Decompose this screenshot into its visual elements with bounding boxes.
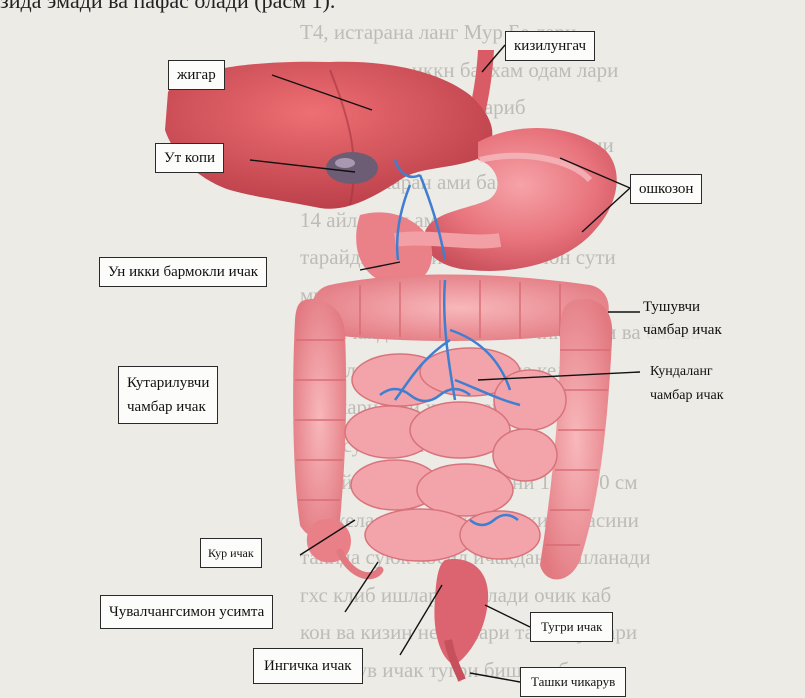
label-liver: жигар (168, 60, 225, 90)
label-ascending-colon-line2: чамбар ичак (127, 397, 209, 417)
label-esophagus: кизилунгач (505, 31, 595, 61)
label-small-intestine: Ингичка ичак (253, 648, 363, 684)
label-gallbladder: Ут копи (155, 143, 224, 173)
label-stomach: ошкозон (630, 174, 702, 204)
label-transverse-colon-line2: чамбар ичак (648, 385, 726, 406)
label-transverse-colon-line1: Кундаланг (648, 361, 715, 382)
label-rectum: Тугри ичак (530, 612, 613, 642)
gallbladder-shape (326, 152, 378, 184)
label-descending-colon-line2: чамбар ичак (641, 320, 724, 341)
label-duodenum: Ун икки бармокли ичак (99, 257, 267, 287)
rectum-shape (434, 559, 488, 680)
label-cecum: Кур ичак (200, 538, 262, 568)
label-ascending-colon-line1: Кутарилувчи (127, 373, 209, 393)
label-appendix: Чувалчангсимон усимта (100, 595, 273, 629)
label-descending-colon-line1: Тушувчи (641, 297, 702, 318)
label-anus: Ташки чикарув (520, 667, 626, 697)
label-ascending-colon: Кутарилувчи чамбар ичак (118, 366, 218, 424)
ascending-colon-shape (293, 299, 346, 538)
